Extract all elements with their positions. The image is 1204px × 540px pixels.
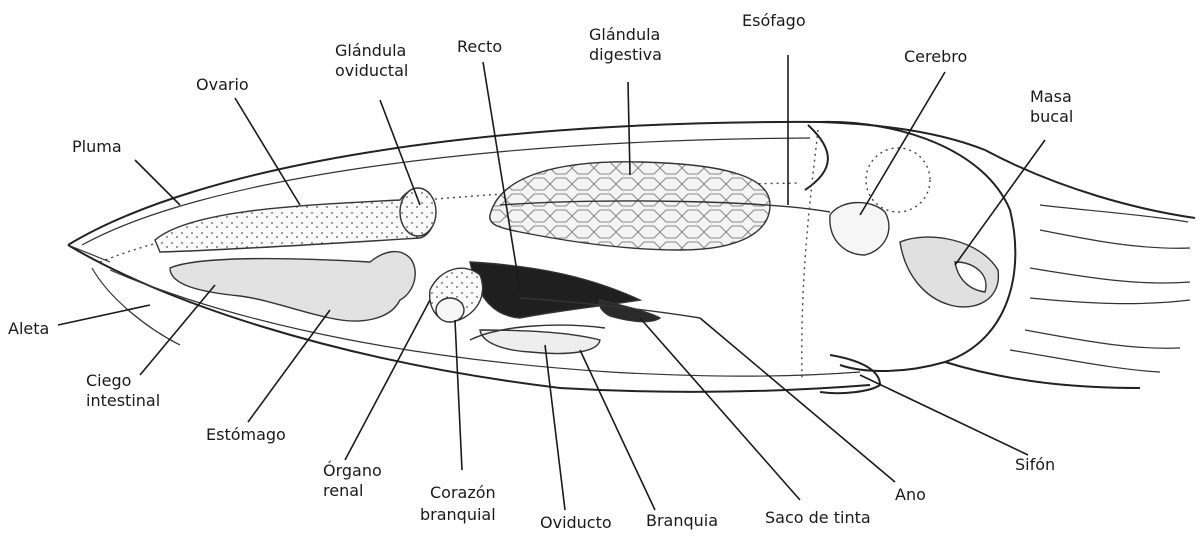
label-ovario: Ovario: [196, 75, 249, 94]
label-ciego-intestinal: Ciego intestinal: [86, 371, 160, 410]
label-corazon-branquial: Corazón branquial: [420, 483, 501, 524]
label-masa-bucal: Masa bucal: [1030, 87, 1077, 126]
label-saco-de-tinta: Saco de tinta: [765, 508, 871, 527]
label-cerebro: Cerebro: [904, 47, 967, 66]
label-organo-renal: Órgano renal: [323, 461, 387, 500]
label-oviducto: Oviducto: [540, 513, 612, 532]
label-branquia: Branquia: [646, 511, 718, 530]
eye-shape: [866, 148, 930, 212]
label-pluma: Pluma: [72, 137, 122, 156]
label-recto: Recto: [457, 37, 502, 56]
glandula-digestiva-shape: [490, 162, 770, 250]
label-esofago: Esófago: [742, 11, 806, 30]
label-ano: Ano: [895, 485, 926, 504]
label-estomago: Estómago: [206, 425, 286, 444]
cerebro-shape: [830, 203, 889, 255]
corazon-branquial-shape: [436, 298, 464, 322]
masa-bucal-shape: [900, 237, 998, 307]
glandula-oviductal-shape: [400, 188, 436, 236]
ovario-shape: [155, 190, 435, 253]
label-sifon: Sifón: [1015, 455, 1055, 474]
label-aleta: Aleta: [8, 319, 49, 338]
label-glandula-digestiva: Glándula digestiva: [589, 25, 665, 64]
organs: [155, 148, 998, 354]
label-glandula-oviductal: Glándula oviductal: [335, 41, 411, 80]
branquia-shape: [480, 330, 600, 354]
estomago-shape: [170, 252, 415, 321]
